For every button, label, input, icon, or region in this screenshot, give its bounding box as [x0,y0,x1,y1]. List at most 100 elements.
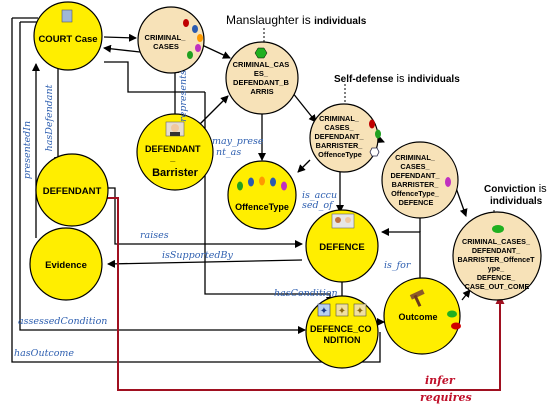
gavel-icon [409,289,425,307]
edge-ccdbod-ccdbodc [455,187,468,217]
svg-text:CRIMINAL_ CASES_ D: CRIMINAL_ CASES_ DEFENDANT_ BARRISTER_ O… [314,114,365,159]
note-self-defense-word: Self-defense [334,74,394,85]
ccdbodc-line-2: DEFENDANT_ [472,246,521,255]
svg-text:may_prese nt_as: may_prese nt_as [212,136,267,158]
svg-text:DEFENCE_CO NDITION: DEFENCE_CO NDITION [310,324,374,345]
label-infer: infer [425,374,456,387]
court-icon [61,9,73,23]
ccdbo-line-3: DEFENDANT_ [314,132,364,141]
criminal-cases-line-1: CRIMINAL_ [145,33,187,42]
evidence-label: Evidence [45,260,87,271]
edge-outcome-ccdbodc [461,289,471,301]
ccdbod-line-6: DEFENCE [399,198,434,207]
label-is-for: is_for [384,260,412,271]
node-defendant-barrister[interactable]: DEFENDANT _ Barrister [136,113,214,191]
criminal-cases-color-dots [183,19,203,59]
ccdbod-line-5: OffenceType_ [391,189,440,198]
ccdbodc-line-3: BARRISTER_OffenceT [457,255,535,264]
node-evidence[interactable]: Evidence [29,227,103,301]
svg-text:DEFENDANT _ Barris: DEFENDANT _ Barrister [145,139,205,179]
note-pointers [263,28,495,222]
defendant-label: DEFENDANT [43,186,102,197]
edge-infer-requires [90,197,505,391]
svg-text:✦: ✦ [356,306,364,317]
note-manslaughter-word: Manslaughter [226,13,299,27]
svg-text:CRIMINAL_ CASES_ D: CRIMINAL_ CASES_ DEFENDANT_ BARRISTER_ O… [390,153,441,207]
node-court-case[interactable]: COURT Case [33,1,103,71]
ccdbodc-line-4: ype_ [488,264,505,273]
ccdbodc-color-dot [492,225,504,233]
label-may-present-as-2: nt_as [216,147,241,158]
label-requires: requires [420,391,472,404]
edge-assessed-condition [19,22,306,334]
note-manslaughter: Manslaughter is individuals [226,13,367,27]
svg-text:is_accu sed_of: is_accu sed_of [302,190,340,211]
ccdbo-line-2: CASES_ [324,123,354,132]
node-offence-type[interactable]: OffenceType [227,160,297,230]
node-ccdb[interactable]: CRIMINAL_CAS ES_ DEFENDANT_B ARRIS [225,41,299,115]
ccdb-green-hex [254,47,268,59]
label-is-supported-by: isSupportedBy [162,250,233,261]
defence-condition-icons: ✦ ✦ ✦ [317,303,367,317]
edge-criminal-court [103,44,141,53]
ccdbo-color-dots [369,119,381,157]
offence-type-color-dots [237,176,287,191]
defence-icon [331,213,355,229]
ccdb-line-3: DEFENDANT_B [233,78,289,87]
ccdbo-line-5: OffenceType [318,150,362,159]
ccdbod-line-2: CASES_ [400,162,430,171]
note-self-defense-rest: individuals [408,74,461,85]
node-defence[interactable]: DEFENCE [305,209,379,283]
node-ccdbod[interactable]: CRIMINAL_ CASES_ DEFENDANT_ BARRISTER_ O… [381,141,459,219]
edge-raises [108,187,303,248]
ccdb-line-4: ARRIS [250,87,273,96]
ccdb-line-2: ES_ [254,69,269,78]
label-assessed-condition: assessedCondition [18,316,107,327]
node-ccdbo[interactable]: CRIMINAL_ CASES_ DEFENDANT_ BARRISTER_ O… [309,103,381,173]
note-manslaughter-rest: individuals [314,16,367,27]
outcome-label: Outcome [398,312,437,322]
note-self-defense: Self-defense is individuals [334,73,460,85]
edge-has-outcome [11,18,381,363]
barrister-line-3: Barrister [152,167,199,179]
defence-condition-line-2: NDITION [324,335,361,345]
edge-ccdbo-offence [297,159,311,173]
ccdbod-line-4: BARRISTER_ [392,180,440,189]
defence-condition-line-1: DEFENCE_CO [310,324,372,334]
svg-text:✦: ✦ [320,306,328,317]
node-criminal-cases[interactable]: CRIMINAL_ CASES [137,6,205,74]
ccdbodc-line-5: DEFENCE_ [477,273,516,282]
label-may-present-as-1: may_prese [212,136,264,147]
node-defendant[interactable]: DEFENDANT [35,153,109,227]
node-defence-condition[interactable]: ✦ ✦ ✦ DEFENCE_CO NDITION [305,295,379,369]
barrister-line-2: _ [169,153,176,163]
node-outcome[interactable]: Outcome [383,277,461,355]
label-has-outcome: hasOutcome [14,348,74,359]
ccdbodc-line-6: CASE_OUT_COME [465,282,530,291]
note-conviction-is: is [536,183,548,195]
note-manslaughter-is: is [299,13,314,27]
barrister-icon [165,121,185,137]
label-represents: represents [178,70,189,122]
offence-type-label: OffenceType [235,202,289,212]
svg-text:✦: ✦ [338,306,346,317]
ccdb-line-1: CRIMINAL_CAS [233,60,290,69]
edge-ccdb-ccdbo [291,91,317,123]
label-has-condition: hasCondition [274,288,338,299]
edge-barrister-ccdb [197,95,229,127]
label-raises: raises [140,230,169,241]
edge-court-criminal [103,33,137,42]
ccdbod-line-1: CRIMINAL_ [395,153,436,162]
note-conviction-word: Conviction [484,184,536,195]
ccdbo-line-4: BARRISTER_ [316,141,364,150]
label-has-defendant: hasDefendant [44,84,55,151]
label-is-accused-of-2: sed_of [302,200,334,211]
svg-text:CRIMINAL_CASES_ DEFENDAN: CRIMINAL_CASES_ DEFENDANT_ BARRISTER_Off… [457,237,536,291]
defence-label: DEFENCE [319,242,364,253]
node-ccdbodc[interactable]: CRIMINAL_CASES_ DEFENDANT_ BARRISTER_Off… [452,211,542,301]
label-is-accused-of-1: is_accu [302,190,337,201]
note-self-defense-is: is [393,73,407,85]
ccdbod-color-dot [445,177,451,187]
criminal-cases-line-2: CASES [153,42,179,51]
